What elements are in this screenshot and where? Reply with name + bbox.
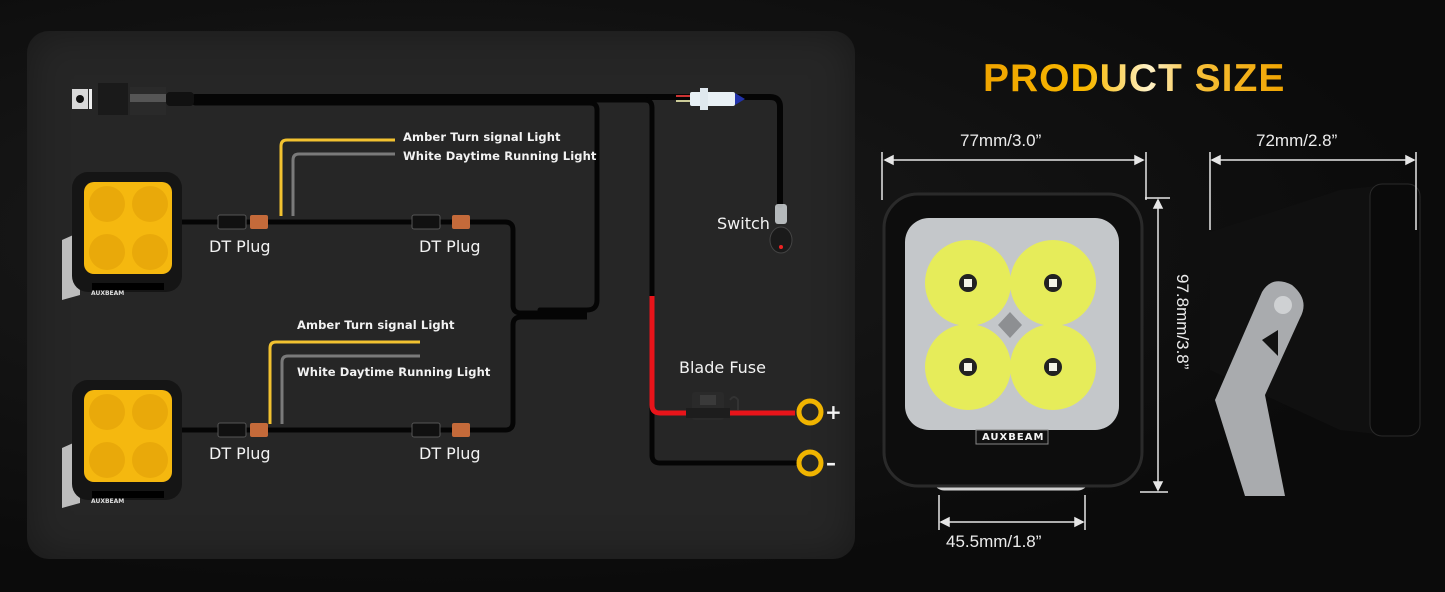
front-view-brand: AUXBEAM [982,432,1045,443]
label-dt-plug-4: DT Plug [419,444,481,463]
rocker-switch-icon [769,204,793,254]
main-harness [192,94,798,466]
label-dt-plug-2: DT Plug [419,237,481,256]
label-white-drl-bottom: White Daytime Running Light [297,365,491,379]
label-blade-fuse: Blade Fuse [679,358,766,377]
blade-fuse-icon [686,392,739,420]
product-size-title: PRODUCT SIZE [983,57,1286,100]
dimension-front-width: 77mm/3.0” [960,131,1042,150]
lamp-front-view-icon [882,192,1144,491]
dimension-bracket-width: 45.5mm/1.8” [946,532,1042,551]
amber-lamp-top-icon [62,172,182,300]
negative-terminal-icon [796,449,824,477]
lamp-side-view-icon [1210,183,1421,496]
lamp-brand-bottom: AUXBEAM [91,498,125,505]
dt-plug-icons [217,214,470,438]
amber-lamp-bottom-icon [62,380,182,508]
dimension-lines [881,152,1417,530]
relay-icon [72,83,194,115]
lower-branch [180,314,587,433]
dimension-height: 97.8mm/3.8” [1173,274,1192,370]
label-amber-turn-bottom: Amber Turn signal Light [297,318,455,332]
label-dt-plug-1: DT Plug [209,237,271,256]
label-positive: + [825,400,842,424]
dimension-depth: 72mm/2.8” [1256,131,1338,150]
label-amber-turn-top: Amber Turn signal Light [403,130,561,144]
label-white-drl-top: White Daytime Running Light [403,149,597,163]
switch-connector-icon [676,88,745,110]
label-switch: Switch [717,214,770,233]
positive-terminal-icon [796,398,824,426]
label-dt-plug-3: DT Plug [209,444,271,463]
upper-branch [180,138,587,316]
positive-wire [649,296,795,416]
lamp-brand-top: AUXBEAM [91,290,125,297]
label-negative: – [826,451,836,475]
